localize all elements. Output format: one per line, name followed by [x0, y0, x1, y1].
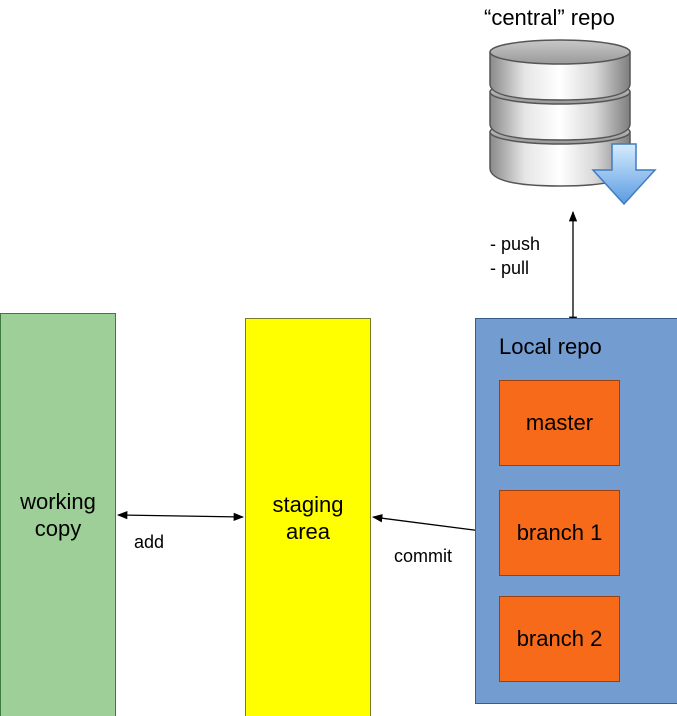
commit-label: commit [394, 546, 452, 566]
branch-1: branch 1 [499, 490, 620, 576]
working-copy-box: working copy [0, 313, 116, 716]
branch-label: branch 1 [516, 520, 603, 545]
database-icon [489, 39, 657, 206]
local-repo-title: Local repo [499, 334, 602, 359]
add-arrow [116, 510, 245, 522]
branch-2: branch 2 [499, 596, 620, 682]
pull-label: - pull [490, 258, 530, 278]
branch-label: master [525, 410, 594, 435]
central-repo-title: “central” repo [484, 5, 615, 30]
working-copy-label-line2: copy [34, 516, 82, 541]
download-arrow-icon [591, 143, 657, 206]
branch-master: master [499, 380, 620, 466]
branch-label: branch 2 [516, 626, 603, 651]
staging-area-box: staging area [245, 318, 371, 716]
push-label: - push [490, 234, 541, 254]
add-label: add [134, 532, 165, 552]
staging-area-label-line2: area [285, 518, 331, 544]
staging-area-label-line1: staging [272, 491, 344, 517]
working-copy-label-line1: working [20, 489, 96, 514]
